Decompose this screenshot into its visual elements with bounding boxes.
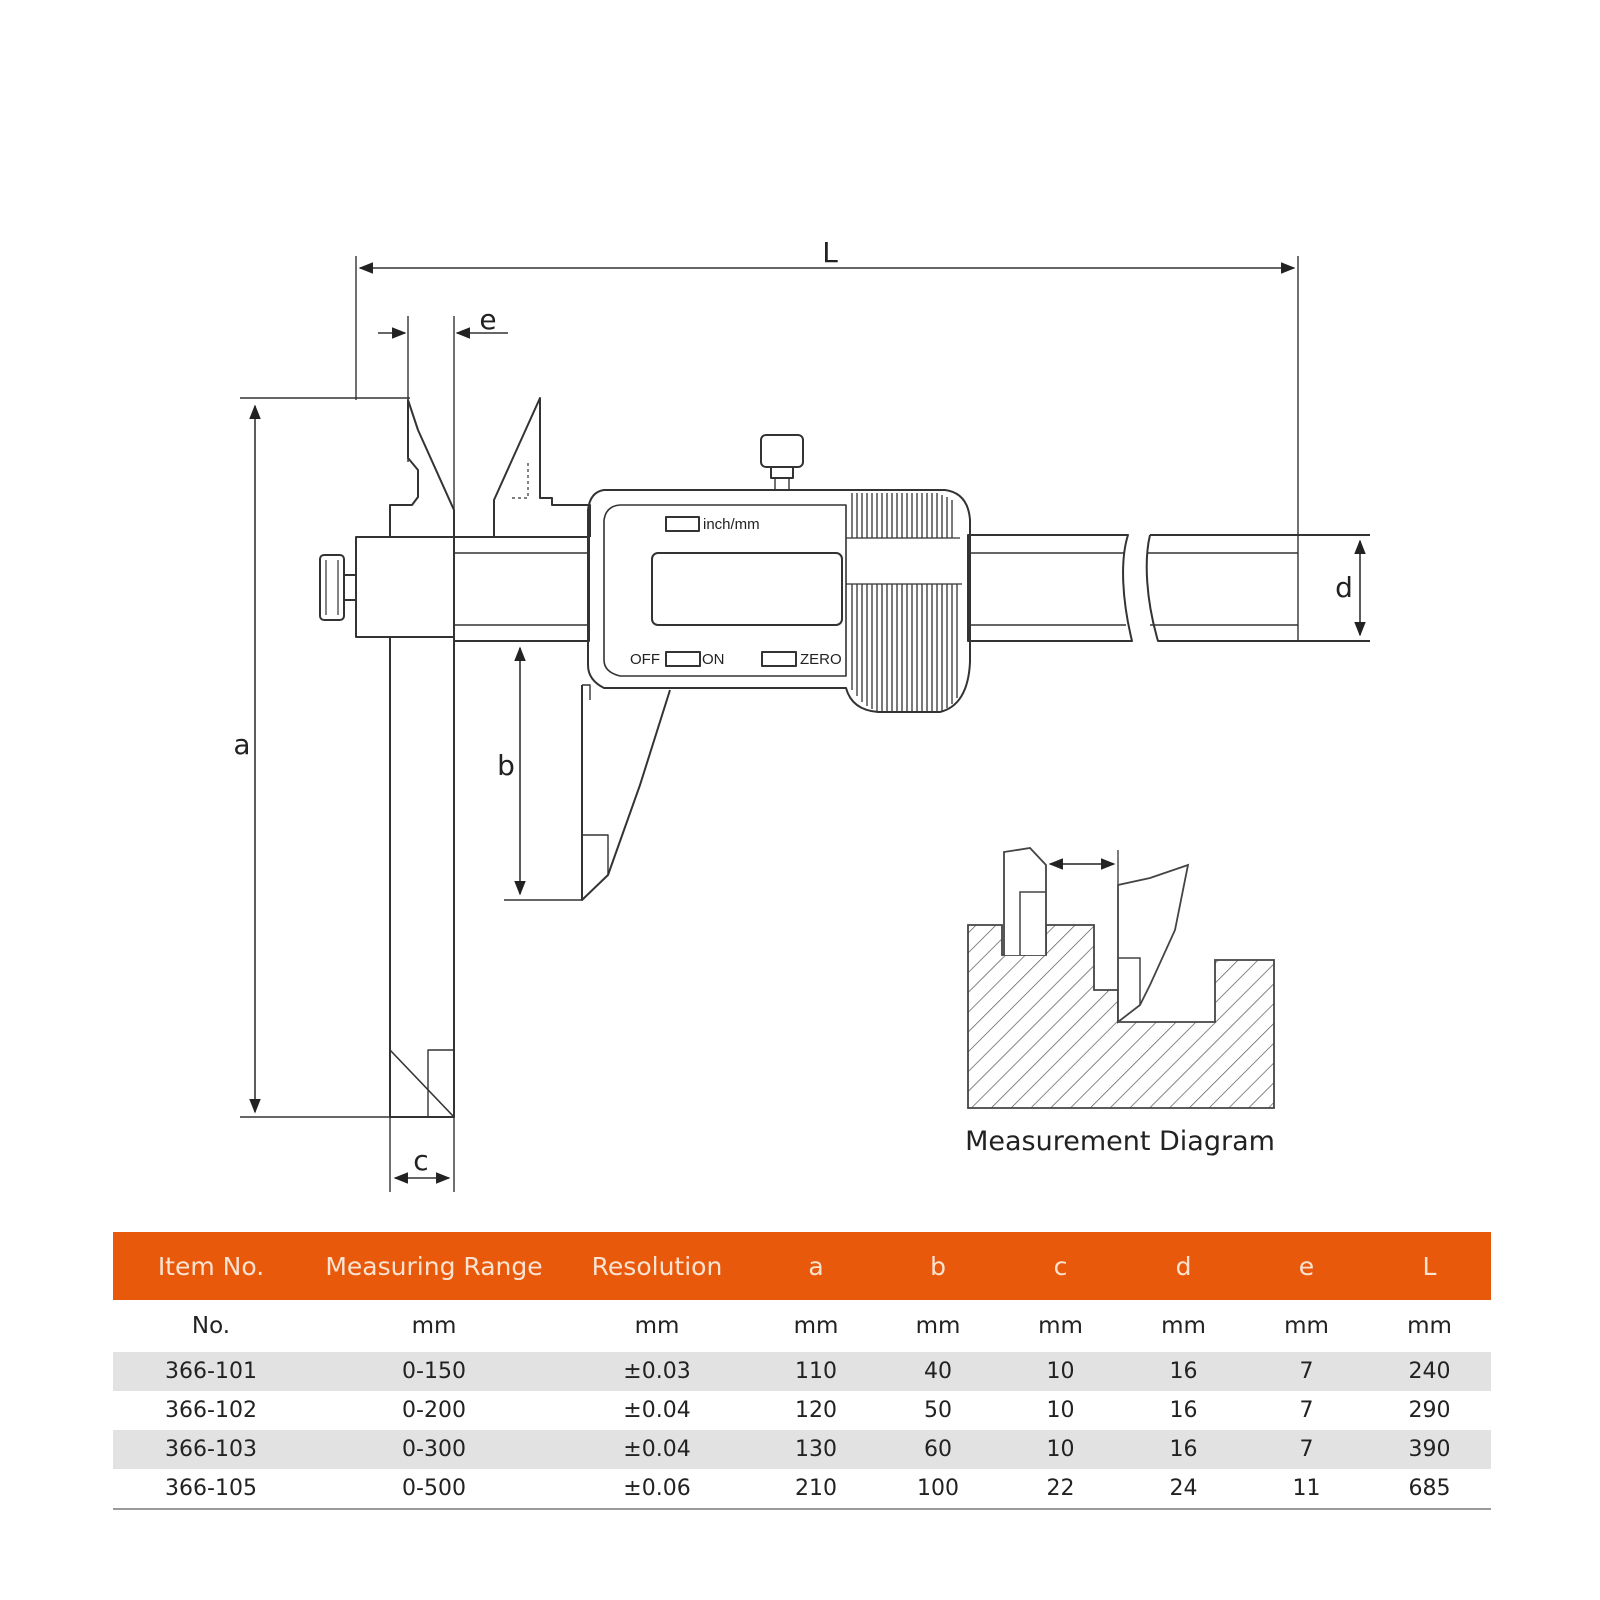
clamp-screw-cap (760, 434, 804, 468)
unit-cell: mm (793, 1313, 839, 1339)
fixed-upper-jaw (389, 399, 455, 538)
caliper-drawing: L e a b c d inch/mm OFF ON ZERO Measurem… (233, 236, 1370, 1192)
header-a: a (755, 1232, 877, 1300)
unit-cell: mm (1407, 1313, 1452, 1339)
table-cell: 0-300 (309, 1430, 559, 1469)
table-row: 366-105 0-500 ±0.06 210 100 22 24 11 685 (113, 1469, 1491, 1510)
header-d: d (1122, 1232, 1245, 1300)
header-c: c (999, 1232, 1122, 1300)
unit-cell: mm (1161, 1313, 1206, 1339)
lock-screw-knob (319, 554, 345, 621)
table-cell: 60 (877, 1430, 999, 1469)
unit-cell: mm (915, 1313, 961, 1339)
label-a: a (233, 728, 250, 761)
unit-cell: mm (411, 1313, 457, 1339)
inch-mm-button (665, 516, 700, 532)
lcd-screen (651, 552, 843, 626)
header-item-no: Item No. (113, 1232, 309, 1300)
measurement-inset (967, 847, 1275, 1109)
specification-table: Item No. Measuring Range Resolution a b … (113, 1232, 1491, 1510)
caliper-beam-right-b (1145, 534, 1370, 642)
inset-caption: Measurement Diagram (965, 1126, 1275, 1157)
table-cell: 7 (1299, 1398, 1314, 1423)
table-cell: 390 (1368, 1430, 1491, 1469)
table-cell: 7 (1245, 1430, 1368, 1469)
table-cell: 16 (1169, 1398, 1198, 1423)
table-cell: 24 (1122, 1469, 1245, 1510)
off-label: OFF (630, 651, 660, 668)
table-cell: 290 (1408, 1398, 1451, 1423)
off-on-button (665, 651, 701, 667)
table-row: 366-103 0-300 ±0.04 130 60 10 16 7 390 (113, 1430, 1491, 1469)
header-e: e (1245, 1232, 1368, 1300)
table-row: 366-102 0-200 ±0.04 120 50 10 16 7 290 (113, 1391, 1491, 1430)
table-units-row: No. mm mm mm mm mm mm mm mm (113, 1300, 1491, 1352)
table-cell: 120 (795, 1398, 837, 1423)
label-L: L (822, 236, 838, 269)
fixed-lower-jaw (389, 637, 455, 1118)
label-d: d (1335, 571, 1353, 604)
lock-screw-stem (343, 574, 357, 601)
caliper-beam-right-a (967, 534, 1133, 642)
table-cell: 366-101 (113, 1352, 309, 1391)
table-cell: ±0.04 (623, 1398, 691, 1423)
header-L: L (1368, 1232, 1491, 1300)
table-cell: 0-150 (309, 1352, 559, 1391)
knurl-bottom (846, 583, 962, 712)
label-c: c (413, 1144, 428, 1177)
label-e: e (479, 303, 496, 336)
on-label: ON (702, 651, 725, 668)
table-header-row: Item No. Measuring Range Resolution a b … (113, 1232, 1491, 1300)
table-cell: 130 (755, 1430, 877, 1469)
header-measuring-range: Measuring Range (309, 1232, 559, 1300)
fixed-jaw-block (355, 536, 455, 638)
table-cell: 100 (877, 1469, 999, 1510)
table-cell: 210 (755, 1469, 877, 1510)
zero-label: ZERO (800, 651, 842, 668)
table-row: 366-101 0-150 ±0.03 110 40 10 16 7 240 (113, 1352, 1491, 1391)
unit-cell: mm (634, 1313, 680, 1339)
knurl-top (846, 493, 960, 539)
header-b: b (877, 1232, 999, 1300)
inset-right-jaw (1117, 863, 1190, 1024)
table-cell: 22 (999, 1469, 1122, 1510)
table-cell: 366-102 (165, 1398, 257, 1423)
table-cell: 240 (1368, 1352, 1491, 1391)
table-cell: 366-103 (113, 1430, 309, 1469)
table-cell: 16 (1122, 1352, 1245, 1391)
table-cell: 0-500 (309, 1469, 559, 1510)
zero-button (761, 651, 797, 667)
table-cell: 10 (999, 1430, 1122, 1469)
unit-cell: mm (1038, 1313, 1083, 1339)
unit-cell: No. (191, 1313, 231, 1339)
slider-housing-outer (587, 489, 971, 713)
header-resolution: Resolution (559, 1232, 755, 1300)
table-cell: 40 (877, 1352, 999, 1391)
table-cell: 110 (755, 1352, 877, 1391)
table-cell: ±0.03 (559, 1352, 755, 1391)
table-cell: 366-105 (113, 1469, 309, 1510)
label-b: b (497, 749, 515, 782)
table-cell: 7 (1245, 1352, 1368, 1391)
inch-mm-label: inch/mm (703, 516, 760, 533)
table-cell: 0-200 (402, 1398, 466, 1423)
table-cell: 685 (1368, 1469, 1491, 1510)
slider-lower-jaw (581, 685, 671, 901)
slider-housing-inner (603, 504, 847, 677)
unit-cell: mm (1284, 1313, 1329, 1339)
table-cell: 10 (1046, 1398, 1075, 1423)
inset-left-jaw (1003, 847, 1047, 955)
table-cell: ±0.06 (559, 1469, 755, 1510)
table-cell: 10 (999, 1352, 1122, 1391)
slider-upper-jaw (493, 397, 591, 537)
table-cell: ±0.04 (559, 1430, 755, 1469)
table-cell: 50 (924, 1398, 952, 1423)
table-cell: 16 (1122, 1430, 1245, 1469)
table-cell: 11 (1245, 1469, 1368, 1510)
